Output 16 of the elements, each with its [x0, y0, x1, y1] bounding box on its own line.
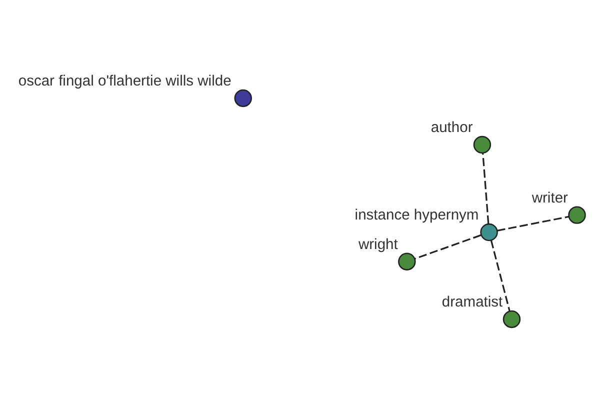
node-label: writer: [532, 190, 568, 206]
node-circle: [398, 252, 416, 270]
node-circle: [568, 206, 586, 224]
node-label: wright: [358, 236, 398, 252]
node-label: instance hypernym: [354, 206, 479, 223]
node-circle: [234, 88, 252, 107]
node-circle: [502, 310, 521, 328]
connector: [482, 152, 490, 224]
connector: [414, 234, 482, 259]
connector: [497, 215, 569, 231]
node-circle: [473, 135, 492, 154]
node-circle: [480, 222, 498, 241]
node-label: dramatist: [442, 294, 503, 310]
node-label: oscar fingal o'flahertie wills wilde: [18, 72, 232, 89]
connector: [490, 240, 510, 311]
node-label: author: [430, 119, 473, 136]
